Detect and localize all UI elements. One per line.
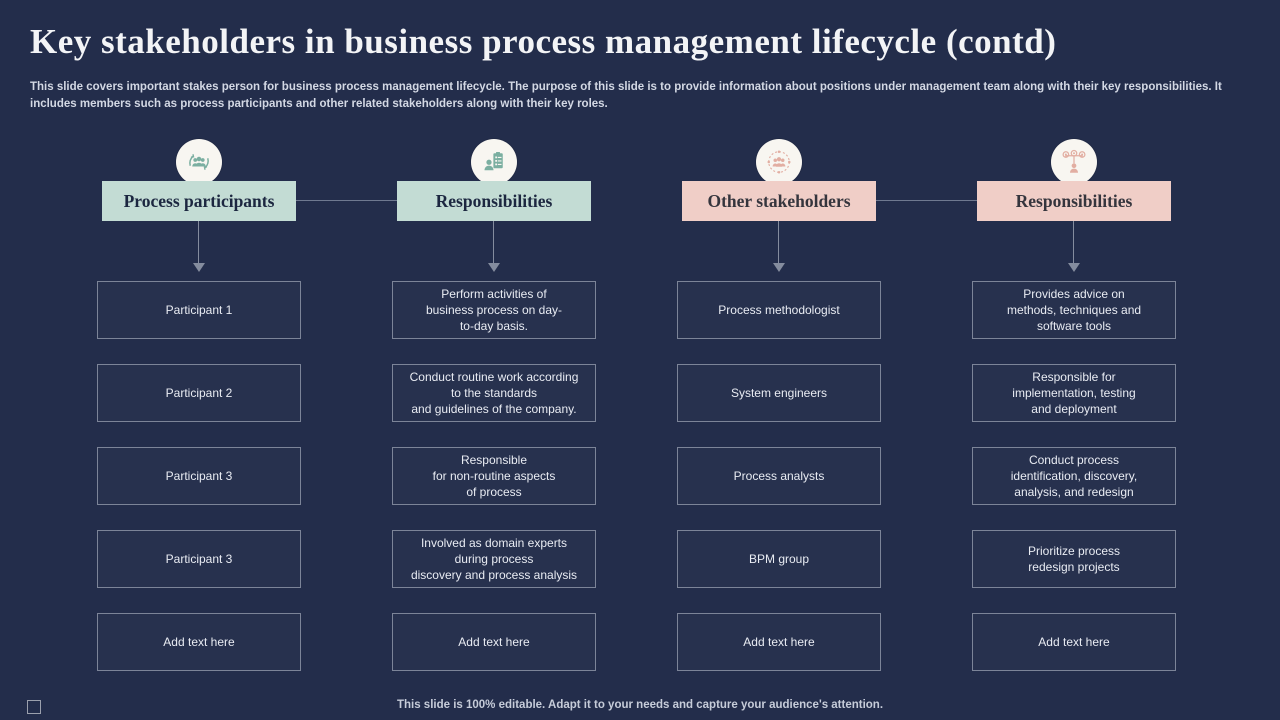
arrow-down-icon — [1068, 263, 1080, 272]
column-responsibilities-1: Responsibilities Perform activities of b… — [392, 0, 596, 700]
column-header-responsibilities-1[interactable]: Responsibilities — [397, 181, 591, 221]
box-text: Responsible for non-routine aspects of p… — [432, 452, 556, 500]
column-icon-circle — [471, 139, 517, 185]
box-text: Process methodologist — [718, 302, 840, 317]
box-text: Add text here — [458, 634, 530, 649]
content-box[interactable]: Participant 3 — [97, 530, 301, 588]
arrow-down-icon — [773, 263, 785, 272]
column-other-stakeholders: Other stakeholders Process methodologist… — [677, 0, 881, 700]
content-box[interactable]: Perform activities of business process o… — [392, 281, 596, 339]
slide-subtitle: This slide covers important stakes perso… — [30, 81, 1222, 111]
column-icon-circle — [756, 139, 802, 185]
connector-line — [493, 221, 494, 263]
box-text: Participant 3 — [165, 551, 233, 566]
hierarchy-icon — [1062, 149, 1086, 173]
content-box[interactable]: Prioritize process redesign projects — [972, 530, 1176, 588]
content-box[interactable]: Conduct routine work according to the st… — [392, 364, 596, 422]
header-connector-line — [876, 200, 977, 201]
box-text: Provides advice on methods, techniques a… — [1006, 286, 1142, 334]
connector-line — [778, 221, 779, 263]
header-connector-line — [296, 200, 397, 201]
box-text: Responsible for implementation, testing … — [1012, 369, 1136, 417]
content-box[interactable]: Process methodologist — [677, 281, 881, 339]
people-cycle-icon — [189, 154, 209, 170]
content-box[interactable]: Participant 1 — [97, 281, 301, 339]
column-header-responsibilities-2[interactable]: Responsibilities — [977, 181, 1171, 221]
slide-footer-note: This slide is 100% editable. Adapt it to… — [396, 699, 884, 711]
content-box[interactable]: Participant 3 — [97, 447, 301, 505]
box-text: System engineers — [730, 385, 828, 400]
box-text: Involved as domain experts during proces… — [410, 535, 578, 583]
box-text: Add text here — [163, 634, 235, 649]
people-network-icon — [767, 150, 791, 174]
content-box[interactable]: Add text here — [392, 613, 596, 671]
page-title: Key stakeholders in business process man… — [30, 22, 1057, 61]
box-text: Participant 1 — [165, 302, 233, 317]
content-box[interactable]: Participant 2 — [97, 364, 301, 422]
column-header-process-participants[interactable]: Process participants — [102, 181, 296, 221]
content-box[interactable]: Responsible for implementation, testing … — [972, 364, 1176, 422]
content-box[interactable]: Involved as domain experts during proces… — [392, 530, 596, 588]
box-text: Add text here — [1038, 634, 1110, 649]
column-icon-circle — [176, 139, 222, 185]
column-header-other-stakeholders[interactable]: Other stakeholders — [682, 181, 876, 221]
content-box[interactable]: Add text here — [972, 613, 1176, 671]
box-text: Perform activities of business process o… — [425, 286, 563, 334]
connector-line — [198, 221, 199, 263]
content-box[interactable]: Add text here — [97, 613, 301, 671]
arrow-down-icon — [488, 263, 500, 272]
content-box[interactable]: Conduct process identification, discover… — [972, 447, 1176, 505]
content-box[interactable]: Responsible for non-routine aspects of p… — [392, 447, 596, 505]
column-process-participants: Process participants Participant 1 Parti… — [97, 0, 301, 700]
box-text: Conduct routine work according to the st… — [409, 369, 579, 417]
box-text: Participant 2 — [165, 385, 233, 400]
box-text: Process analysts — [733, 468, 825, 483]
box-text: Prioritize process redesign projects — [1027, 543, 1121, 574]
column-responsibilities-2: Responsibilities Provides advice on meth… — [972, 0, 1176, 700]
content-box[interactable]: Add text here — [677, 613, 881, 671]
box-text: BPM group — [748, 551, 810, 566]
connector-line — [1073, 221, 1074, 263]
content-box[interactable]: Process analysts — [677, 447, 881, 505]
box-text: Add text here — [743, 634, 815, 649]
corner-marker — [27, 700, 41, 714]
content-box[interactable]: BPM group — [677, 530, 881, 588]
person-checklist-icon — [484, 152, 503, 171]
content-box[interactable]: Provides advice on methods, techniques a… — [972, 281, 1176, 339]
arrow-down-icon — [193, 263, 205, 272]
column-icon-circle — [1051, 139, 1097, 185]
content-box[interactable]: System engineers — [677, 364, 881, 422]
box-text: Conduct process identification, discover… — [1010, 452, 1138, 500]
box-text: Participant 3 — [165, 468, 233, 483]
